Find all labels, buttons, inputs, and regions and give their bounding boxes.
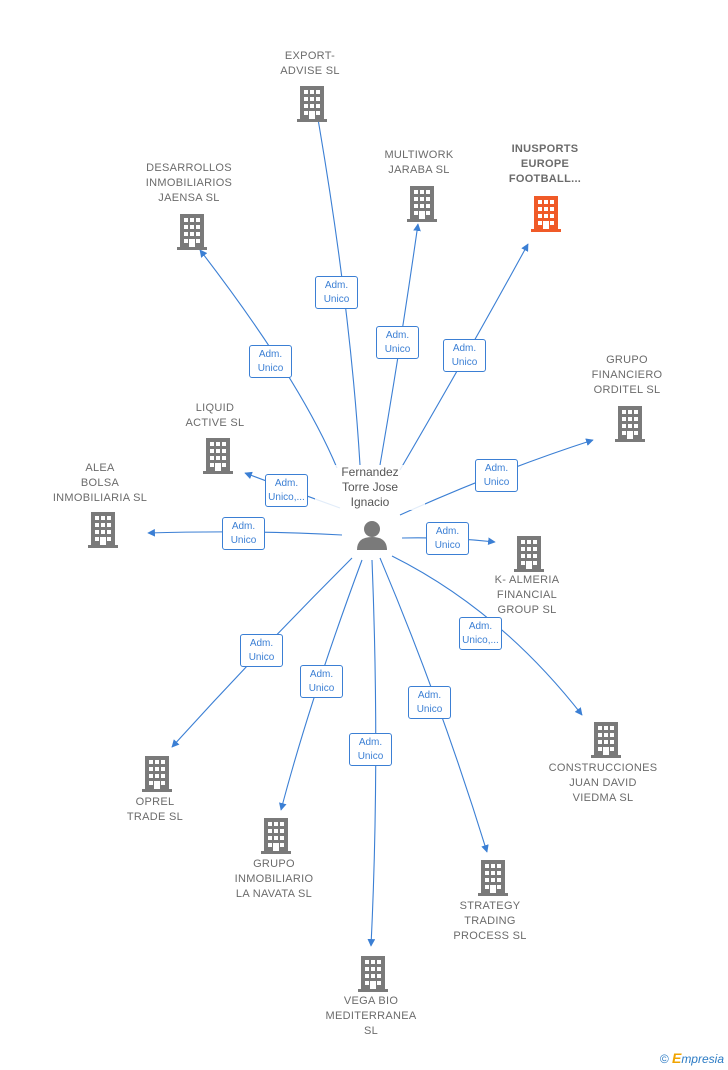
building-icon-grupo_fin[interactable] xyxy=(615,406,645,442)
building-icon-grupo_inm[interactable] xyxy=(261,818,291,854)
relation-label-construcciones: Adm. Unico,... xyxy=(459,617,502,650)
building-icon-kalmeria[interactable] xyxy=(514,536,544,572)
brand-logo-initial: E xyxy=(671,1050,682,1066)
company-label-desarrollos[interactable]: DESARROLLOS INMOBILIARIOS JAENSA SL xyxy=(145,162,233,204)
relation-label-vega: Adm. Unico xyxy=(349,733,392,766)
building-icon-strategy[interactable] xyxy=(478,860,508,896)
building-icon-export[interactable] xyxy=(297,86,327,122)
relation-label-grupo_inm: Adm. Unico xyxy=(300,665,343,698)
company-label-kalmeria[interactable]: K- ALMERIA FINANCIAL GROUP SL xyxy=(494,574,560,616)
relation-label-oprel: Adm. Unico xyxy=(240,634,283,667)
company-label-alea[interactable]: ALEA BOLSA INMOBILIARIA SL xyxy=(52,462,148,504)
company-label-export[interactable]: EXPORT- ADVISE SL xyxy=(280,50,340,77)
building-icon-construcciones[interactable] xyxy=(591,722,621,758)
relation-label-desarrollos: Adm. Unico xyxy=(249,345,292,378)
building-icon-alea[interactable] xyxy=(88,512,118,548)
company-label-oprel[interactable]: OPREL TRADE SL xyxy=(126,796,184,823)
person-icon[interactable] xyxy=(357,521,387,550)
brand-name: mpresia xyxy=(681,1052,724,1066)
relation-label-liquid: Adm. Unico,... xyxy=(265,474,308,507)
relation-label-inusports: Adm. Unico xyxy=(443,339,486,372)
company-label-liquid[interactable]: LIQUID ACTIVE SL xyxy=(185,402,245,429)
building-icon-multiwork[interactable] xyxy=(407,186,437,222)
company-label-strategy[interactable]: STRATEGY TRADING PROCESS SL xyxy=(453,900,527,942)
center-person-label[interactable]: Fernandez Torre Jose Ignacio xyxy=(315,465,425,510)
copyright-symbol: © xyxy=(659,1052,669,1066)
company-label-inusports[interactable]: INUSPORTS EUROPE FOOTBALL... xyxy=(508,143,582,185)
company-label-vega[interactable]: VEGA BIO MEDITERRANEA SL xyxy=(325,995,417,1037)
building-icon-desarrollos[interactable] xyxy=(177,214,207,250)
relation-label-alea: Adm. Unico xyxy=(222,517,265,550)
relation-label-strategy: Adm. Unico xyxy=(408,686,451,719)
brand-footer: © Empresia xyxy=(660,1050,724,1066)
relation-label-grupo_fin: Adm. Unico xyxy=(475,459,518,492)
building-icon-liquid[interactable] xyxy=(203,438,233,474)
company-label-grupo_fin[interactable]: GRUPO FINANCIERO ORDITEL SL xyxy=(591,354,663,396)
relation-label-kalmeria: Adm. Unico xyxy=(426,522,469,555)
company-label-construcciones[interactable]: CONSTRUCCIONES JUAN DAVID VIEDMA SL xyxy=(548,762,658,804)
company-label-grupo_inm[interactable]: GRUPO INMOBILIARIO LA NAVATA SL xyxy=(234,858,314,900)
relation-label-multiwork: Adm. Unico xyxy=(376,326,419,359)
building-icon-oprel[interactable] xyxy=(142,756,172,792)
relation-label-export: Adm. Unico xyxy=(315,276,358,309)
company-label-multiwork[interactable]: MULTIWORK JARABA SL xyxy=(384,149,454,176)
building-icon-inusports[interactable] xyxy=(531,196,561,232)
building-icon-vega[interactable] xyxy=(358,956,388,992)
